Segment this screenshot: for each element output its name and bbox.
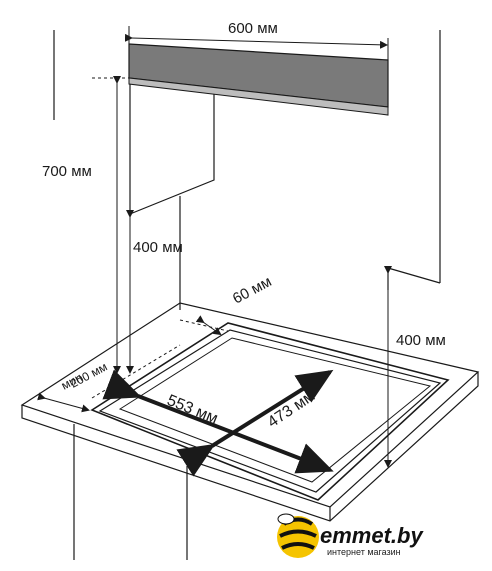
logo-tagline: интернет магазин bbox=[327, 547, 401, 557]
cabinet-clearance-label: 400 мм bbox=[133, 239, 183, 256]
emmet-logo: emmet.by интернет магазин bbox=[277, 513, 424, 558]
range-hood bbox=[128, 43, 389, 116]
logo-name: emmet.by bbox=[320, 523, 424, 548]
cutout-depth-dimension bbox=[176, 369, 334, 477]
back-gap-label: 60 мм bbox=[230, 273, 275, 307]
offset-lines bbox=[91, 319, 229, 399]
upper-cabinet bbox=[129, 81, 215, 215]
side-clearance-label: 400 мм bbox=[396, 332, 446, 349]
back-gap-dimension bbox=[195, 315, 222, 336]
height-to-hood-label: 700 мм bbox=[42, 163, 92, 180]
hood-width-label: 600 мм bbox=[228, 20, 278, 37]
hood-width-dimension bbox=[124, 26, 389, 60]
wall-lines bbox=[53, 30, 441, 310]
front-gap-dimension bbox=[37, 392, 90, 413]
cutout-width-label: 553 мм bbox=[165, 392, 221, 428]
bee-icon bbox=[277, 513, 319, 558]
height-to-hood-dimension bbox=[92, 76, 129, 374]
